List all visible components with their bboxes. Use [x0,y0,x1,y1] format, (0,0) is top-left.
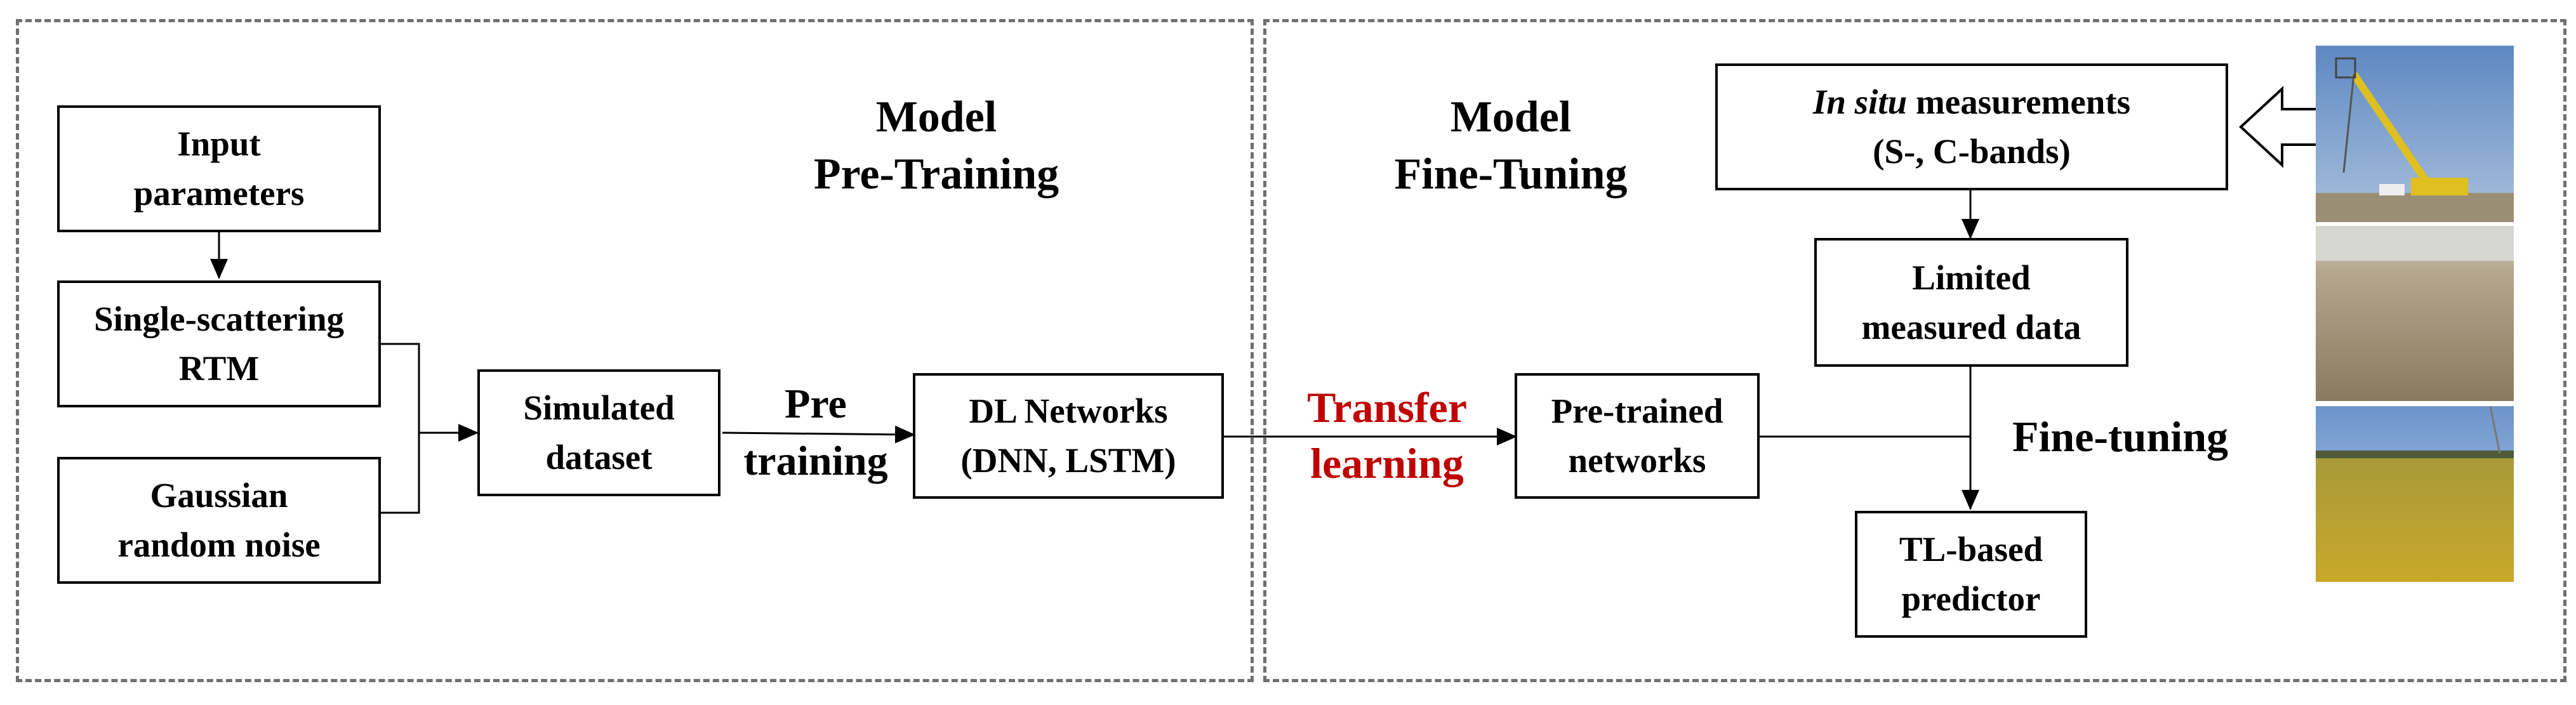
pretraining-title: Model Pre-Training [813,93,1059,199]
bare-soil-photo [2316,226,2514,401]
crop-field-photo [2316,406,2514,582]
gaussian-noise-box: Gaussian random noise [57,457,381,584]
pretrained-networks-box: Pre-trained networks [1515,373,1760,499]
simulated-dataset-box: Simulated dataset [477,369,720,496]
finetuning-panel [1263,19,2566,682]
finetuning-title: Model Fine-Tuning [1394,93,1628,199]
insitu-italic: In situ [1812,82,1908,121]
single-scattering-rtm-box: Single-scattering RTM [57,280,381,407]
insitu-rest: measurements [1907,82,2131,121]
transfer-learning-label: Transfer learning [1307,383,1467,487]
limited-measured-data-box: Limited measured data [1814,238,2128,367]
arrow-pretraining [722,425,915,444]
crane-photo [2316,46,2514,222]
bracket-rtm [380,343,420,433]
pretraining-label: Pre training [743,381,888,484]
insitu-measurements-box: In situ measurements (S-, C-bands) [1715,63,2228,190]
tl-based-predictor-box: TL-based predictor [1855,511,2087,638]
input-parameters-box: Input parameters [57,105,381,232]
dl-networks-box: DL Networks (DNN, LSTM) [913,373,1224,499]
bracket-noise [380,433,420,514]
pretraining-panel [16,19,1254,682]
finetuning-label: Fine-tuning [2012,412,2229,461]
